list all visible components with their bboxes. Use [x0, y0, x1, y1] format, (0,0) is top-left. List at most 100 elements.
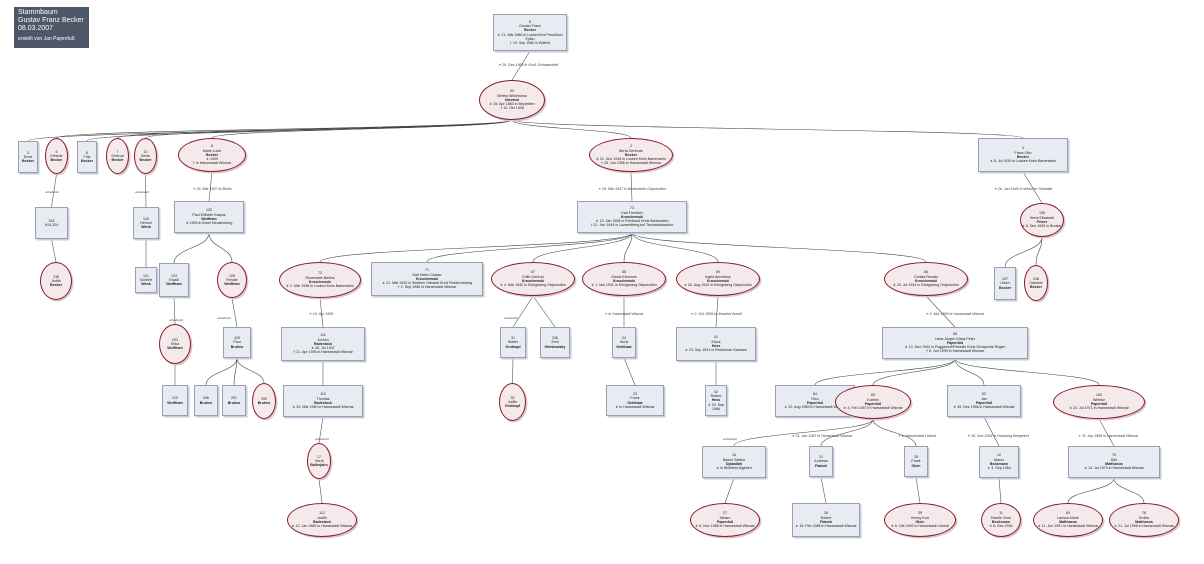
connector-line	[145, 173, 147, 208]
person-surname: Bruhns	[257, 401, 271, 405]
person-surname: Papenfuß	[716, 520, 734, 524]
person-given-name: Marco	[994, 457, 1004, 462]
person-number: 124	[171, 273, 177, 278]
person-given-name: Bertha Wilhelmina	[497, 93, 527, 98]
person-given-name: Judith	[507, 399, 518, 404]
person-number: 30	[510, 395, 515, 400]
header-date: 08.03.2007	[18, 25, 54, 32]
person-detail: ∗ 11. Jun 1991 in Hansestadt Wismar	[1037, 524, 1099, 529]
person-surname: Becker	[1017, 155, 1029, 159]
header-box: Stammbaum Gustav Franz Becker 08.03.2007…	[14, 7, 89, 48]
connector-curve	[872, 418, 917, 447]
person-surname: Flatzek	[819, 520, 833, 524]
person-number: 78	[1142, 511, 1146, 516]
person-number: 25	[914, 455, 918, 460]
person-given-name: Jochen	[317, 337, 329, 342]
person-detail: ∗ in Hansestadt Wismar	[615, 404, 655, 409]
person-surname: Wolffram	[224, 282, 240, 287]
person-number: 4	[1022, 146, 1024, 151]
person-surname: Wolffram	[167, 346, 183, 351]
person-surname: Flatzek	[814, 463, 828, 468]
person-given-name: Horst	[619, 340, 629, 345]
person-surname: Gehlhaar	[616, 344, 632, 349]
connector-line	[208, 171, 213, 202]
person-surname: Wolffram	[166, 282, 182, 287]
person-number: 42	[714, 389, 718, 394]
person-surname: Wolffram	[167, 400, 183, 405]
person-surname: Glein	[911, 463, 921, 468]
connector-line	[318, 416, 324, 444]
person-number: 24	[622, 336, 626, 341]
person-given-name: Robert	[820, 515, 832, 520]
person-number: 3	[27, 150, 29, 155]
person-surname: Wenk	[141, 225, 151, 230]
connector-curve	[733, 418, 874, 447]
unknown-marriage-label: unbekannt	[134, 190, 150, 194]
person-detail: † 6. Jun 1999 in Hansestadt Wismar	[926, 349, 984, 354]
person-surname: Kroschewski	[612, 279, 636, 283]
person-number: 5	[55, 149, 58, 154]
person-number: 248	[1033, 276, 1039, 281]
person-given-name: Berta	[141, 153, 150, 158]
